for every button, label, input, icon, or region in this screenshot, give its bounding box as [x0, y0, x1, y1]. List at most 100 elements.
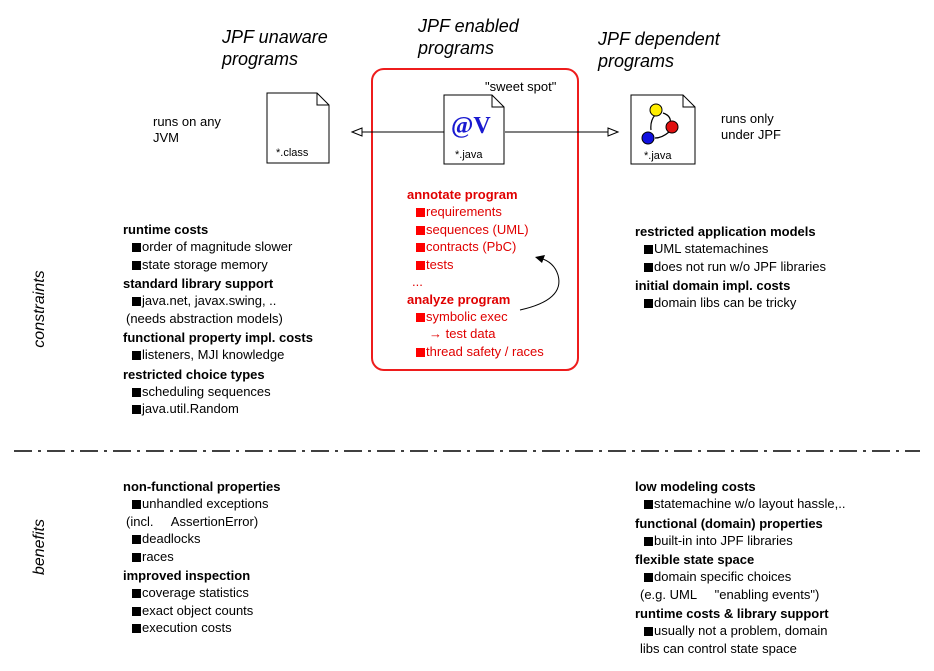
group: improved inspection coverage statistics …: [123, 567, 280, 637]
center-box-content: annotate program requirements sequences …: [407, 186, 544, 360]
java-file-label: *.java: [455, 149, 483, 161]
group-heading: runtime costs: [123, 222, 209, 237]
list-item: coverage statistics: [123, 584, 280, 602]
annotated-java-file-icon: [443, 94, 505, 165]
item-text: execution costs: [142, 620, 232, 635]
title-line: programs: [222, 49, 299, 69]
title-line: programs: [598, 51, 675, 71]
analyze-heading: analyze program: [407, 291, 511, 307]
list-item: built-in into JPF libraries: [635, 532, 846, 550]
item-text: contracts (PbC): [426, 239, 517, 254]
arrow-head-right: [607, 127, 620, 137]
note-line: runs only: [721, 111, 774, 126]
list-item: does not run w/o JPF libraries: [635, 258, 826, 276]
group-heading: restricted choice types: [123, 366, 265, 382]
bullet-icon: [416, 260, 425, 270]
note-text: (needs abstraction models): [126, 310, 283, 326]
list-item: scheduling sequences: [123, 383, 313, 401]
item-text: java.util.Random: [142, 401, 239, 416]
list-item: java.net, javax.swing, ..: [123, 292, 313, 310]
group-heading: runtime costs & library support: [635, 606, 829, 621]
note-text: (e.g. UML "enabling events"): [640, 586, 820, 602]
bullet-icon: [132, 351, 141, 360]
ellipsis: ...: [412, 274, 423, 289]
title-jpf-unaware: JPF unaware programs: [222, 26, 328, 70]
bullet-icon: [132, 405, 141, 414]
item-text: state storage memory: [142, 256, 268, 272]
item-text: races: [142, 548, 174, 564]
list-item: requirements: [407, 203, 544, 221]
yellow-node: [649, 103, 663, 117]
loop-arrow: [519, 257, 560, 311]
group: initial domain impl. costs domain libs c…: [635, 277, 826, 312]
item-text: domain libs can be tricky: [654, 295, 797, 310]
bullet-icon: [132, 552, 141, 562]
group: functional (domain) properties built-in …: [635, 515, 846, 550]
item-text: does not run w/o JPF libraries: [654, 258, 826, 274]
bullet-icon: [132, 624, 141, 633]
item-text: requirements: [426, 204, 502, 219]
item-text: statemachine w/o layout hassle,..: [654, 496, 846, 511]
bullet-icon: [644, 627, 653, 636]
note-runs-only-under-jpf: runs only under JPF: [721, 111, 781, 143]
group-heading: initial domain impl. costs: [635, 278, 791, 293]
note-text: libs can control state space: [640, 640, 797, 656]
statemachine-java-file-icon: [630, 94, 696, 165]
bullet-icon: [132, 243, 141, 252]
title-line: JPF dependent: [598, 29, 720, 49]
note-text: (incl. AssertionError): [126, 513, 259, 529]
class-file-label: *.class: [276, 147, 309, 159]
title-line: JPF unaware: [222, 27, 328, 47]
note-line: runs on any: [153, 114, 221, 129]
bullet-icon: [132, 500, 141, 509]
bullet-icon: [644, 245, 653, 254]
constraints-right: restricted application models UML statem…: [635, 223, 826, 314]
bullet-icon: [132, 589, 141, 598]
group-heading: functional property impl. costs: [123, 330, 313, 345]
list-item: tests: [407, 256, 544, 274]
group: non-functional properties unhandled exce…: [123, 478, 280, 565]
note-runs-on-any-jvm: runs on any JVM: [153, 114, 221, 146]
list-item: symbolic exec: [407, 308, 544, 326]
item-text: thread safety / races: [426, 343, 544, 359]
list-item: statemachine w/o layout hassle,..: [635, 495, 846, 513]
group: restricted choice types scheduling seque…: [123, 366, 313, 418]
row-label-benefits: benefits: [31, 518, 48, 576]
title-jpf-enabled: JPF enabled programs: [418, 15, 519, 59]
list-item: java.util.Random: [123, 400, 313, 418]
group-heading: low modeling costs: [635, 479, 756, 494]
benefits-left: non-functional properties unhandled exce…: [123, 478, 280, 639]
list-item: → test data: [429, 326, 496, 341]
group-heading: non-functional properties: [123, 479, 281, 494]
bullet-icon: [132, 535, 141, 544]
bullet-icon: [132, 260, 141, 270]
item-text: order of magnitude slower: [142, 239, 293, 254]
list-item: UML statemachines: [635, 240, 826, 258]
bullet-icon: [132, 387, 141, 397]
blue-node: [641, 131, 655, 145]
list-item: thread safety / races: [407, 343, 544, 361]
bullet-icon: [416, 225, 425, 235]
annotation-at-v-icon: @V: [451, 113, 491, 139]
item-text: symbolic exec: [426, 308, 508, 324]
list-item: unhandled exceptions: [123, 495, 280, 513]
group-heading: restricted application models: [635, 224, 816, 239]
java-file-label: *.java: [644, 150, 672, 162]
list-item: usually not a problem, domain: [635, 622, 846, 640]
red-node: [665, 120, 679, 134]
list-item: exact object counts: [123, 602, 280, 620]
list-item: deadlocks: [123, 530, 280, 548]
title-line: JPF enabled: [418, 16, 519, 36]
bullet-icon: [416, 243, 425, 252]
sweet-spot-label: "sweet spot": [485, 79, 557, 94]
item-text: sequences (UML): [426, 221, 529, 237]
bullet-icon: [132, 297, 141, 306]
benefits-right: low modeling costs statemachine w/o layo…: [635, 478, 846, 659]
item-text: scheduling sequences: [142, 383, 271, 399]
bullet-icon: [416, 312, 425, 322]
list-item: sequences (UML): [407, 221, 544, 239]
group: runtime costs order of magnitude slower …: [123, 221, 313, 273]
bullet-icon: [416, 347, 425, 357]
note-line: under JPF: [721, 127, 781, 142]
group: low modeling costs statemachine w/o layo…: [635, 478, 846, 513]
